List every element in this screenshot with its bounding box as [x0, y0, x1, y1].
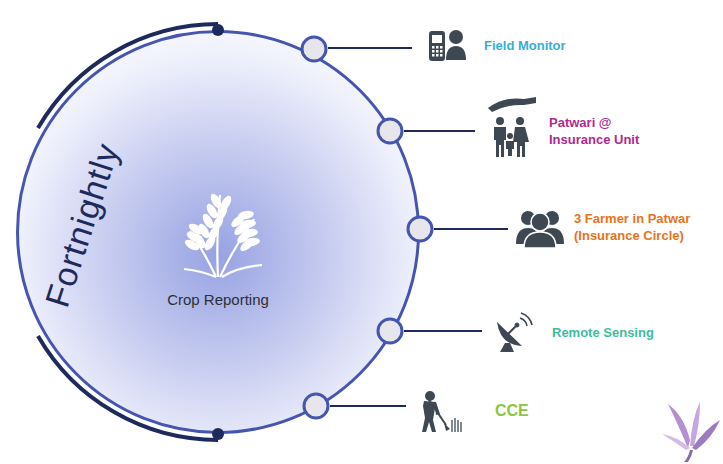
wheat-icon: [176, 181, 266, 281]
logo-watermark: [662, 402, 720, 462]
role-label: CCE: [495, 401, 595, 421]
monitor-icon: [429, 30, 466, 61]
role-label: Patwari @ Insurance Unit: [549, 114, 649, 148]
role-label: Remote Sensing: [552, 324, 712, 341]
worker-icon: [422, 391, 461, 432]
ring-dot: [212, 24, 224, 440]
insurance-icon: [488, 97, 536, 157]
role-label: Field Monitor: [484, 37, 684, 54]
satellite-dish-icon: [497, 313, 532, 352]
ring-circle: [302, 37, 432, 418]
role-label: 3 Farmer in Patwar (Insurance Circle): [574, 210, 714, 244]
farmers-icon: [516, 211, 564, 248]
